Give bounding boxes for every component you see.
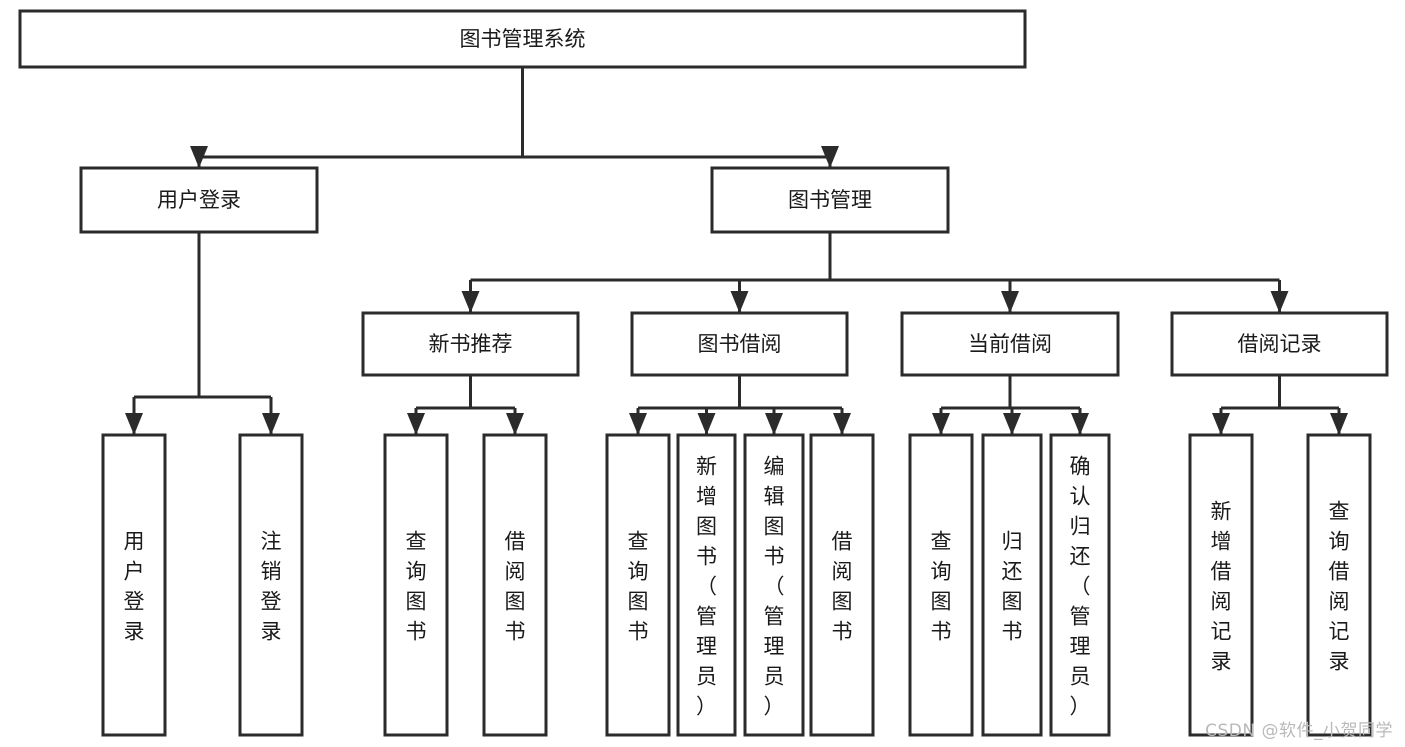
node-box[interactable] [238,433,304,737]
arrowhead-icon [1330,413,1348,435]
arrowhead-icon [821,146,839,168]
node-label: 图书借阅 [698,332,782,356]
node-box[interactable] [361,311,580,377]
node-label: 归还图书 [1002,529,1023,643]
node-label: 注销登录 [261,529,282,643]
node-label: 查询借阅记录 [1329,499,1350,673]
node-new-book-recommend[interactable]: 新书推荐 [361,311,580,377]
node-leaf-return-book[interactable]: 归还图书 [981,433,1043,737]
node-leaf-add-borrow-record[interactable]: 新增借阅记录 [1188,433,1254,737]
node-label: 借阅图书 [832,529,853,643]
node-leaf-borrow-book-recommend[interactable]: 借阅图书 [482,433,548,737]
node-current-borrow[interactable]: 当前借阅 [900,311,1120,377]
node-user-login[interactable]: 用户登录 [79,166,319,234]
node-leaf-query-book-recommend[interactable]: 查询图书 [383,433,449,737]
node-box[interactable] [79,166,319,234]
nodes-layer: 图书管理系统用户登录图书管理新书推荐图书借阅当前借阅借阅记录用户登录注销登录查询… [18,9,1389,737]
arrowhead-icon [833,413,851,435]
node-book-borrow[interactable]: 图书借阅 [630,311,849,377]
node-label: 新书推荐 [429,332,513,356]
node-box[interactable] [809,433,875,737]
arrowhead-icon [1071,413,1089,435]
node-leaf-add-book[interactable]: 新增图书（管理员） [676,433,737,737]
node-label: 用户登录 [124,529,145,643]
node-box[interactable] [630,311,849,377]
node-borrow-records[interactable]: 借阅记录 [1170,311,1389,377]
arrowhead-icon [262,413,280,435]
arrowhead-icon [730,291,749,313]
arrowhead-icon [1001,291,1019,313]
node-label: 查询图书 [628,529,649,643]
node-label: 查询图书 [406,529,427,643]
connector-edges-layer [125,67,1348,435]
node-box[interactable] [482,433,548,737]
node-leaf-logout[interactable]: 注销登录 [238,433,304,737]
node-root[interactable]: 图书管理系统 [18,9,1027,69]
arrowhead-icon [407,413,425,435]
node-label: 编辑图书（管理员） [764,454,785,718]
node-label: 新增图书（管理员） [696,454,717,718]
node-label: 借阅图书 [505,529,526,643]
node-label: 用户登录 [157,188,241,212]
arrowhead-icon [506,413,524,435]
node-label: 图书管理 [788,188,872,212]
node-label: 新增借阅记录 [1211,499,1232,673]
node-leaf-confirm-return[interactable]: 确认归还（管理员） [1049,433,1111,737]
arrowhead-icon [190,146,208,168]
node-box[interactable] [605,433,671,737]
node-box[interactable] [676,433,737,737]
node-label: 确认归还（管理员） [1070,454,1091,718]
node-box[interactable] [1306,433,1372,737]
arrowhead-icon [765,413,783,435]
node-leaf-user-login[interactable]: 用户登录 [101,433,167,737]
node-label: 图书管理系统 [460,27,586,51]
arrowhead-icon [697,413,716,435]
node-label: 借阅记录 [1238,332,1322,356]
node-leaf-borrow-book[interactable]: 借阅图书 [809,433,875,737]
node-leaf-query-book-borrow[interactable]: 查询图书 [605,433,671,737]
node-box[interactable] [1049,433,1111,737]
node-box[interactable] [710,166,950,234]
node-box[interactable] [383,433,449,737]
node-label: 查询图书 [931,529,952,643]
node-book-management[interactable]: 图书管理 [710,166,950,234]
arrowhead-icon [125,413,143,435]
arrowhead-icon [1003,413,1021,435]
node-box[interactable] [18,9,1027,69]
arrowhead-icon [461,291,480,313]
node-box[interactable] [743,433,805,737]
csdn-watermark: CSDN @软件_小贺同学 [1205,721,1393,741]
arrowhead-icon [932,413,950,435]
node-box[interactable] [981,433,1043,737]
node-leaf-query-borrow-record[interactable]: 查询借阅记录 [1306,433,1372,737]
node-box[interactable] [908,433,974,737]
node-leaf-edit-book[interactable]: 编辑图书（管理员） [743,433,805,737]
node-label: 当前借阅 [968,332,1052,356]
node-box[interactable] [900,311,1120,377]
node-box[interactable] [1188,433,1254,737]
node-box[interactable] [101,433,167,737]
node-leaf-query-book-current[interactable]: 查询图书 [908,433,974,737]
arrowhead-icon [629,413,647,435]
node-box[interactable] [1170,311,1389,377]
arrowhead-icon [1212,413,1230,435]
arrowhead-icon [1270,291,1289,313]
